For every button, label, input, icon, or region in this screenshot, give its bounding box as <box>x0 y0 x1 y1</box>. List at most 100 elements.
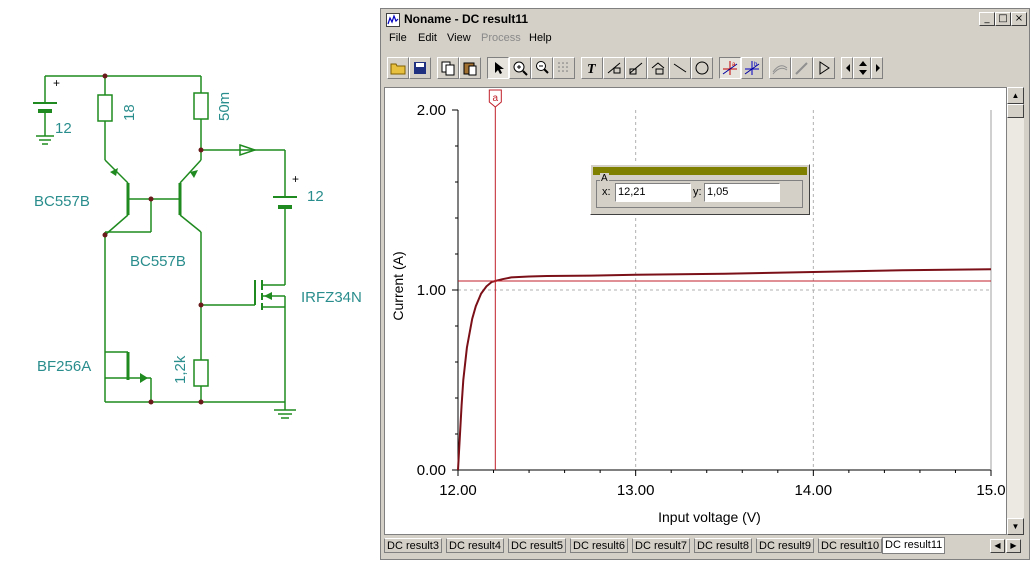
tab-dc-result10[interactable]: DC result10 <box>818 538 883 553</box>
result-window: Noname - DC result11 _ □ × File Edit Vie… <box>380 8 1030 560</box>
scroll-down-button[interactable]: ▼ <box>1007 518 1024 535</box>
cursor-box-titlebar[interactable] <box>593 167 807 175</box>
probe-icon <box>795 62 808 75</box>
menu-bar: File Edit View Process Help <box>383 31 1027 47</box>
label3-icon <box>651 62 665 75</box>
result-tabs: DC result3 DC result4 DC result5 DC resu… <box>384 537 1024 555</box>
tab-dc-result4[interactable]: DC result4 <box>446 538 504 553</box>
q1-label: BC557B <box>34 193 90 210</box>
curve-button[interactable] <box>769 57 791 79</box>
window-title: Noname - DC result11 <box>404 12 529 26</box>
open-button[interactable] <box>387 57 409 79</box>
pointer-button[interactable] <box>487 57 509 79</box>
r1-label: 18 <box>121 104 138 121</box>
cursor-x-label: x: <box>602 186 611 198</box>
x-tick-label: 13.00 <box>617 482 655 499</box>
label-button[interactable] <box>603 57 625 79</box>
label2-icon <box>629 62 643 75</box>
battery1-label: 12 <box>55 120 72 137</box>
cursor-y-label: y: <box>693 186 702 198</box>
x-axis-title: Input voltage (V) <box>658 509 761 525</box>
text-button[interactable]: T <box>581 57 603 79</box>
q2-label: BC557B <box>130 253 186 270</box>
cursor-marker-flag <box>488 89 502 108</box>
scroll-up-button[interactable]: ▲ <box>1007 87 1024 104</box>
menu-process[interactable]: Process <box>481 32 521 44</box>
svg-text:b: b <box>754 62 758 68</box>
battery2-label: 12 <box>307 188 324 205</box>
tab-dc-result5[interactable]: DC result5 <box>508 538 566 553</box>
jfet-label: BF256A <box>37 358 91 375</box>
r2-label: 50m <box>216 92 233 121</box>
paste-button[interactable] <box>459 57 481 79</box>
cursor-readout-box[interactable]: A x: 12,21 y: 1,05 <box>590 164 810 215</box>
zoom-in-button[interactable] <box>509 57 531 79</box>
arrow-right-button[interactable] <box>871 57 883 79</box>
line-button[interactable] <box>669 57 691 79</box>
y-tick-label: 0.00 <box>417 462 446 479</box>
svg-text:a: a <box>732 62 736 68</box>
arrow-updown-button[interactable] <box>853 57 871 79</box>
circle-icon <box>695 61 709 75</box>
cursor-a-button[interactable]: a <box>719 57 741 79</box>
plot-axes <box>452 109 992 476</box>
save-button[interactable] <box>409 57 431 79</box>
svg-text:T: T <box>587 62 597 76</box>
tab-scroll-left[interactable]: ◀ <box>990 539 1005 553</box>
tab-scroll-right[interactable]: ▶ <box>1006 539 1021 553</box>
scroll-thumb[interactable] <box>1007 104 1024 118</box>
tab-dc-result6[interactable]: DC result6 <box>570 538 628 553</box>
arrow-left-icon <box>846 64 850 72</box>
arrow-left-button[interactable] <box>841 57 853 79</box>
curve-icon <box>772 65 788 75</box>
minimize-button[interactable]: _ <box>979 12 995 26</box>
zoom-100-icon <box>536 61 549 74</box>
text-icon: T <box>587 62 597 76</box>
cursor-a-icon: a <box>722 61 738 75</box>
tab-dc-result8[interactable]: DC result8 <box>694 538 752 553</box>
title-bar[interactable]: Noname - DC result11 _ □ × <box>383 11 1027 29</box>
cursor-x-field[interactable]: 12,21 <box>615 183 691 202</box>
save-icon <box>414 62 426 74</box>
tab-dc-result9[interactable]: DC result9 <box>756 538 814 553</box>
cursor-b-button[interactable]: b <box>741 57 763 79</box>
circle-button[interactable] <box>691 57 713 79</box>
mosfet-label: IRFZ34N <box>301 289 362 306</box>
tab-dc-result7[interactable]: DC result7 <box>632 538 690 553</box>
x-tick-label: 14.00 <box>795 482 833 499</box>
close-button[interactable]: × <box>1011 12 1027 26</box>
r3-label: 1,2k <box>172 355 189 384</box>
grid-button[interactable] <box>553 57 575 79</box>
tab-dc-result11[interactable]: DC result11 <box>882 537 946 554</box>
vertical-scrollbar[interactable]: ▲ ▼ <box>1007 87 1024 535</box>
plot-cursor[interactable]: a <box>458 89 991 470</box>
y-tick-label: 1.00 <box>417 282 446 299</box>
menu-edit[interactable]: Edit <box>418 32 437 44</box>
label3-button[interactable] <box>647 57 669 79</box>
circuit-schematic: + + 12 18 50m 12 BC557B BC557B IRFZ34N B… <box>33 73 362 419</box>
label-icon <box>607 62 621 74</box>
x-tick-label: 15.0 <box>976 482 1005 499</box>
copy-icon <box>441 61 455 76</box>
copy-button[interactable] <box>437 57 459 79</box>
label2-button[interactable] <box>625 57 647 79</box>
menu-view[interactable]: View <box>447 32 471 44</box>
zoom-in-icon <box>513 61 528 76</box>
cursor-marker-label: a <box>493 93 499 104</box>
cursor-group <box>596 180 803 208</box>
tab-dc-result3[interactable]: DC result3 <box>384 538 442 553</box>
menu-help[interactable]: Help <box>529 32 552 44</box>
battery1-plus: + <box>53 76 60 90</box>
maximize-button[interactable]: □ <box>995 12 1011 26</box>
zoom-100-button[interactable] <box>531 57 553 79</box>
menu-file[interactable]: File <box>389 32 407 44</box>
probe-button[interactable] <box>791 57 813 79</box>
y-axis-title: Current (A) <box>390 251 406 320</box>
open-icon <box>390 63 406 75</box>
app-icon <box>386 13 400 27</box>
cursor-y-field[interactable]: 1,05 <box>704 183 780 202</box>
marker-button[interactable] <box>813 57 835 79</box>
toolbar: T a b <box>385 55 1025 81</box>
